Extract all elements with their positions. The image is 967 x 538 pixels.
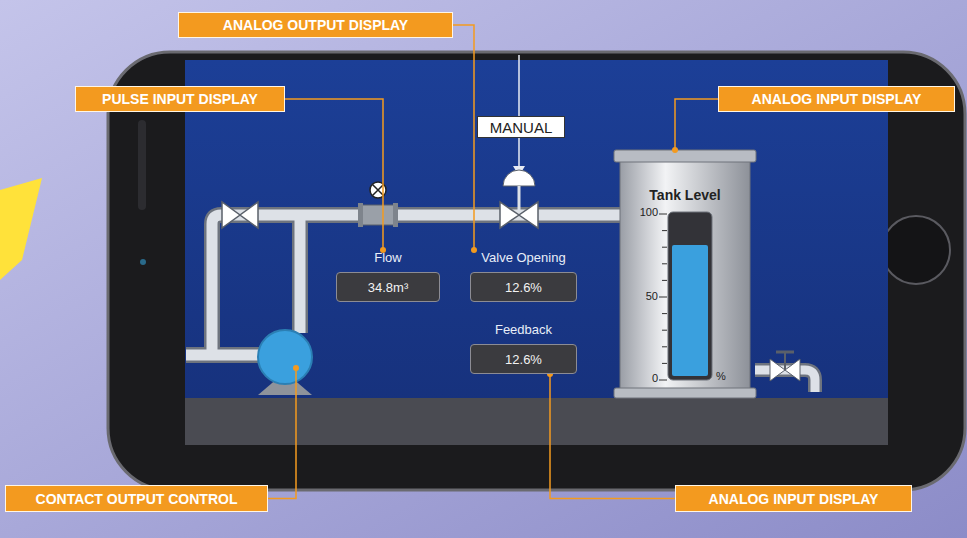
scale-label: 0 (638, 372, 658, 384)
home-button (882, 216, 950, 284)
value-display: Feedback 12.6% (470, 322, 577, 374)
valve-left (222, 202, 258, 228)
floor (185, 398, 888, 445)
camera (140, 259, 146, 265)
screen (185, 60, 888, 445)
outlet-valve (770, 352, 800, 381)
tick (662, 247, 667, 248)
node-text: MANUAL (490, 119, 553, 136)
tick (662, 263, 667, 264)
node-text: ANALOG INPUT DISPLAY (709, 491, 879, 507)
tick (662, 330, 667, 331)
callout-label: ANALOG OUTPUT DISPLAY (178, 12, 453, 38)
display-heading: Valve Opening (470, 250, 577, 266)
burst (0, 178, 42, 280)
node-text: Tank Level (649, 187, 720, 203)
tick (662, 346, 667, 347)
callout-label: PULSE INPUT DISPLAY (75, 86, 285, 112)
value-display: Valve Opening 12.6% (470, 250, 577, 302)
display-value: 34.8m³ (336, 272, 440, 302)
speaker (138, 120, 146, 210)
flow-meter (358, 182, 398, 227)
pump-leader (268, 368, 296, 499)
node-text: PULSE INPUT DISPLAY (102, 91, 258, 107)
tick (659, 214, 667, 215)
leader-dot (293, 365, 299, 371)
tank (614, 150, 756, 398)
display-value: 12.6% (470, 272, 577, 302)
tick (659, 380, 667, 381)
tick (662, 230, 667, 231)
callout-label: ANALOG INPUT DISPLAY (675, 485, 912, 512)
leader-line (550, 374, 675, 499)
callout-label: CONTACT OUTPUT CONTROL (5, 485, 268, 512)
leader-dot (672, 147, 678, 153)
node-text: ANALOG INPUT DISPLAY (752, 91, 922, 107)
display-value: 12.6% (470, 344, 577, 374)
node-text: ANALOG OUTPUT DISPLAY (223, 17, 408, 33)
pump (258, 330, 312, 384)
tank-node: Tank Level (615, 150, 755, 398)
tick (659, 297, 667, 298)
tick (662, 280, 667, 281)
phone-body (108, 52, 965, 490)
value-display: Flow 34.8m³ (336, 250, 440, 302)
leader-dot (471, 247, 477, 253)
leader-line (453, 25, 474, 250)
leader-line (285, 99, 383, 250)
control-valve (500, 55, 538, 228)
mode-box: MANUAL (477, 116, 565, 138)
tick (662, 363, 667, 364)
display-heading: Feedback (470, 322, 577, 338)
tick (662, 313, 667, 314)
leader-line (675, 99, 718, 150)
scale-label: 50 (638, 290, 658, 302)
callout-label: ANALOG INPUT DISPLAY (718, 86, 955, 112)
node-text: CONTACT OUTPUT CONTROL (36, 491, 238, 507)
scale-label: 100 (638, 206, 658, 218)
display-heading: Flow (336, 250, 440, 266)
scale-label: % (716, 370, 730, 382)
